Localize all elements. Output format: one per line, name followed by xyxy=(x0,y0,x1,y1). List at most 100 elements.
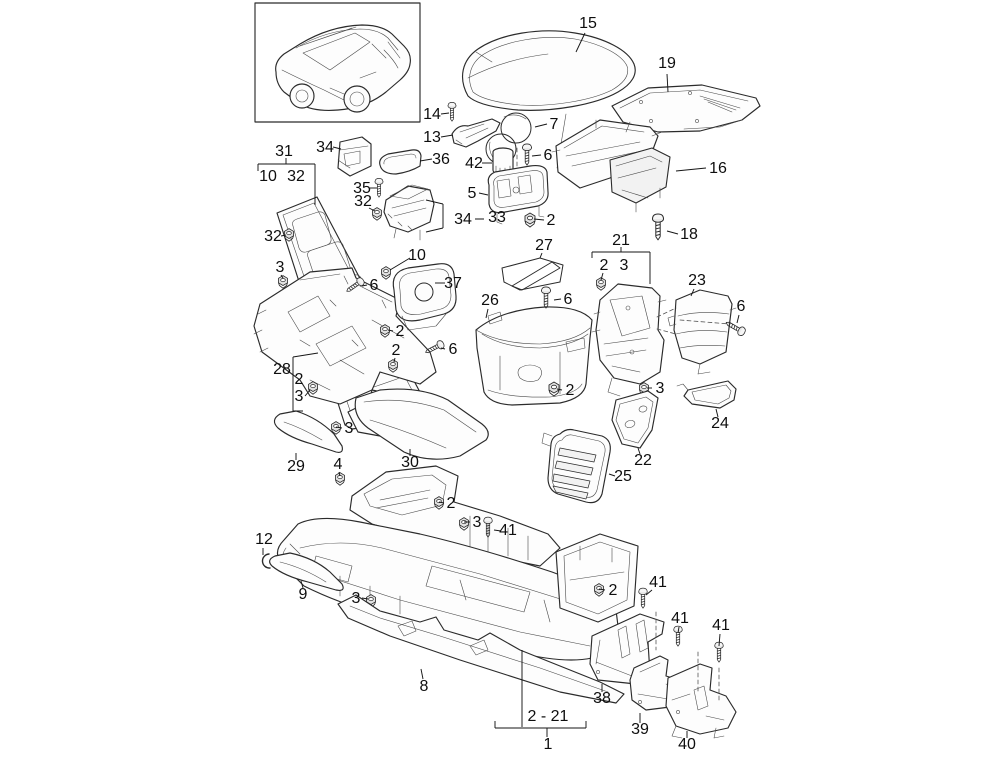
part-label-6: 6 xyxy=(370,277,379,294)
leader-line xyxy=(440,112,450,115)
part-label-19: 19 xyxy=(658,55,676,72)
part-label-5: 5 xyxy=(468,185,477,202)
clip-part-2 xyxy=(524,212,536,228)
cover-part-37 xyxy=(392,263,457,331)
part-label-3: 3 xyxy=(295,388,304,405)
air-vent-part-25 xyxy=(541,428,611,504)
rubber-mat-part-27 xyxy=(501,257,564,291)
vehicle-inset-box xyxy=(254,2,421,123)
part-label-9: 9 xyxy=(299,586,308,603)
part-label-26: 26 xyxy=(481,292,499,309)
leader-line xyxy=(608,473,616,477)
part-label-2: 2 xyxy=(547,212,556,229)
part-label-13: 13 xyxy=(423,129,441,146)
leader-line xyxy=(361,284,368,287)
part-label-41: 41 xyxy=(671,610,689,627)
part-label-7: 7 xyxy=(550,116,559,133)
vehicle-illustration xyxy=(275,24,411,113)
leader-line xyxy=(420,668,424,680)
leader-line xyxy=(598,588,606,591)
part-label-25: 25 xyxy=(614,468,632,485)
part-label-10: 10 xyxy=(259,168,277,185)
side-trim-part-29 xyxy=(273,410,343,453)
part-label-8: 8 xyxy=(420,678,429,695)
bracket-group-28 xyxy=(292,352,319,412)
part-label-14: 14 xyxy=(423,106,441,123)
leader-line xyxy=(690,288,695,297)
part-label-34: 34 xyxy=(316,139,334,156)
leader-line xyxy=(335,426,343,429)
part-label-34: 34 xyxy=(454,211,472,228)
part-label-32: 32 xyxy=(354,193,372,210)
leader-line xyxy=(493,529,502,532)
part-label-40: 40 xyxy=(678,736,696,753)
screw-part-6 xyxy=(522,143,532,166)
part-label-2: 2 xyxy=(396,323,405,340)
leader-line xyxy=(556,388,563,391)
leader-line xyxy=(478,192,489,196)
leader-line xyxy=(666,230,679,235)
trim-cover-part-22 xyxy=(611,390,659,449)
leader-line xyxy=(280,234,287,237)
part-label-35: 35 xyxy=(353,180,371,197)
rear-frame-part-21 xyxy=(591,283,667,397)
bracket-group-33 xyxy=(425,199,484,233)
leader-line xyxy=(534,123,548,128)
leader-line xyxy=(300,580,304,589)
clip-part-10 xyxy=(381,266,391,280)
part-label-41: 41 xyxy=(649,574,667,591)
leader-line xyxy=(553,298,562,301)
screw-part-14 xyxy=(447,102,457,122)
part-label-2: 2 xyxy=(600,257,609,274)
leader-line xyxy=(539,252,543,259)
part-label-3: 3 xyxy=(352,590,361,607)
leader-line xyxy=(368,207,376,212)
part-label-6: 6 xyxy=(449,341,458,358)
leader-line xyxy=(645,589,653,596)
part-label-2: 2 xyxy=(447,495,456,512)
storage-bin-part-26 xyxy=(475,306,593,406)
armrest-lid-part-15 xyxy=(461,30,636,169)
part-label-21: 21 xyxy=(612,232,630,249)
leader-line xyxy=(304,389,311,397)
leader-line xyxy=(419,158,433,162)
rear-panel-part-23 xyxy=(656,289,737,375)
callout-brackets xyxy=(257,158,651,737)
ashtray-unit-part-33 xyxy=(383,184,435,241)
leader-line xyxy=(485,308,489,319)
part-label-28: 28 xyxy=(273,361,291,378)
leader-line xyxy=(440,347,446,350)
part-label-6: 6 xyxy=(564,291,573,308)
part-label-41: 41 xyxy=(712,617,730,634)
leader-line xyxy=(600,272,604,281)
leader-line xyxy=(332,146,342,150)
handle-trim-part-9 xyxy=(269,552,344,591)
hinge-bracket-part-13 xyxy=(451,118,501,148)
lid-pad-part-36 xyxy=(379,149,422,175)
part-label-22: 22 xyxy=(634,452,652,469)
leader-line xyxy=(280,274,284,279)
console-body-part-1 xyxy=(276,465,639,661)
screw-part-41 xyxy=(673,625,683,647)
part-label-10: 10 xyxy=(408,247,426,264)
part-label-2-21: 2 - 21 xyxy=(528,708,569,725)
part-label-29: 29 xyxy=(287,458,305,475)
part-label-3: 3 xyxy=(620,257,629,274)
leader-line xyxy=(387,329,394,332)
leader-line xyxy=(440,134,454,138)
leader-line xyxy=(637,447,641,455)
leader-line xyxy=(677,626,680,634)
leader-line xyxy=(718,633,721,647)
part-label-2: 2 xyxy=(392,342,401,359)
leader-line xyxy=(438,501,445,504)
screw-part-18 xyxy=(652,213,664,241)
bracket-part-40 xyxy=(665,663,737,739)
part-label-6: 6 xyxy=(737,298,746,315)
bracket-group-21 xyxy=(591,247,651,284)
screw-part-41 xyxy=(638,587,648,609)
leader-line xyxy=(393,357,396,363)
part-label-31: 31 xyxy=(275,143,293,160)
